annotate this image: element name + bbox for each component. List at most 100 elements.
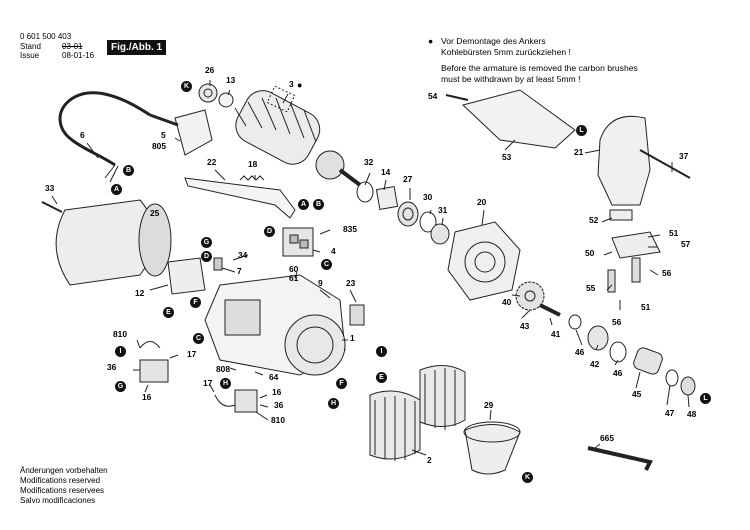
bearing-sleeve: [633, 347, 663, 375]
callout-c-marker: C: [193, 333, 204, 344]
part-label: 32: [364, 157, 374, 167]
part-label: 36: [274, 400, 284, 410]
part-label: 54: [428, 91, 438, 101]
part-label: 46: [613, 368, 623, 378]
callout-g-marker: G: [201, 237, 212, 248]
part-label: 16: [142, 392, 152, 402]
part-label: 22: [207, 157, 217, 167]
part-label: 50: [585, 248, 595, 258]
ring: [356, 181, 374, 203]
blade-guard: [462, 89, 576, 149]
part-label: 41: [551, 329, 561, 339]
part-label: 47: [665, 408, 675, 418]
part-label: 17: [203, 378, 213, 388]
armature: [234, 90, 362, 187]
footer-fr: Modifications reservees: [20, 486, 105, 495]
part-label: 810: [271, 415, 285, 425]
part-label: 43: [520, 321, 530, 331]
part-label: 53: [502, 152, 512, 162]
part-label: 3: [289, 79, 294, 89]
plug: [149, 109, 213, 156]
callout-g-marker: G: [115, 381, 126, 392]
part-label: 64: [269, 372, 279, 382]
bearing: [198, 83, 218, 103]
part-label: 835: [343, 224, 357, 234]
part-label: 51: [669, 228, 679, 238]
note-de-line1: Vor Demontage des Ankers: [441, 36, 546, 46]
terminal-block: [234, 389, 258, 413]
footer-de: Änderungen vorbehalten: [20, 466, 108, 475]
shaft: [539, 303, 561, 317]
part-label: 29: [484, 400, 494, 410]
issue-value: 08-01-16: [62, 51, 95, 60]
part-label: 13: [226, 75, 236, 85]
part-label: 17: [187, 349, 197, 359]
callout-c-marker: C: [321, 259, 332, 270]
part-label: 808: [216, 364, 230, 374]
footer-en: Modifications reserved: [20, 476, 101, 485]
lever: [184, 177, 296, 219]
part-label: 51: [641, 302, 651, 312]
field-coil: [369, 390, 421, 461]
note-bullet: ●: [428, 36, 434, 46]
washer: [568, 314, 582, 330]
note-de-line2: Kohlebürsten 5mm zurückziehen !: [441, 47, 571, 57]
pin: [631, 257, 641, 283]
callout-e-marker: E: [163, 307, 174, 318]
part-label: 45: [632, 389, 642, 399]
part-label: 665: [600, 433, 614, 443]
part-label: 57: [681, 239, 691, 249]
figure-label: Fig./Abb. 1: [107, 40, 167, 55]
part-label: 2: [427, 455, 432, 465]
wire: [214, 394, 236, 407]
brush: [213, 257, 223, 271]
part-label: 55: [586, 283, 596, 293]
part-number: 0 601 500 403: [20, 32, 72, 41]
part-label: 46: [575, 347, 585, 357]
stand-label: Stand: [20, 42, 41, 51]
part-label: 56: [662, 268, 672, 278]
plate: [609, 209, 633, 221]
callout-k-marker: K: [522, 472, 533, 483]
callout-a-marker: A: [111, 184, 122, 195]
part-label: 14: [381, 167, 391, 177]
bearing: [397, 201, 419, 227]
screw: [41, 201, 63, 213]
warning-dot-icon: ●: [297, 80, 303, 90]
pin: [607, 269, 616, 293]
bearing-box: [375, 186, 399, 210]
part-label: 21: [574, 147, 584, 157]
terminal-block: [139, 359, 169, 383]
callout-i-marker: I: [376, 346, 387, 357]
part-label: 56: [612, 317, 622, 327]
part-label: 60: [289, 264, 299, 274]
part-label: 37: [679, 151, 689, 161]
cap: [349, 304, 365, 326]
upper-guard: [597, 115, 651, 206]
issue-label: Issue: [20, 51, 40, 60]
part-label: 27: [403, 174, 413, 184]
bearing: [680, 376, 696, 396]
part-label: 1: [350, 333, 355, 343]
washer: [665, 369, 679, 387]
part-label: 42: [590, 359, 600, 369]
motor-housing: [55, 199, 172, 286]
callout-b-marker: B: [313, 199, 324, 210]
callout-f-marker: F: [190, 297, 201, 308]
bearing: [430, 223, 450, 245]
callout-h-marker: H: [328, 398, 339, 409]
part-label: 9: [318, 278, 323, 288]
part-label: 52: [589, 215, 599, 225]
callout-f-marker: F: [336, 378, 347, 389]
part-label: 12: [135, 288, 145, 298]
part-label: 20: [477, 197, 487, 207]
callout-e-marker: E: [376, 372, 387, 383]
callout-k-marker: K: [181, 81, 192, 92]
part-label: 25: [150, 208, 160, 218]
callout-h-marker: H: [220, 378, 231, 389]
part-label: 7: [237, 266, 242, 276]
part-label: 33: [45, 183, 55, 193]
callout-b-marker: B: [123, 165, 134, 176]
part-label: 805: [152, 141, 166, 151]
